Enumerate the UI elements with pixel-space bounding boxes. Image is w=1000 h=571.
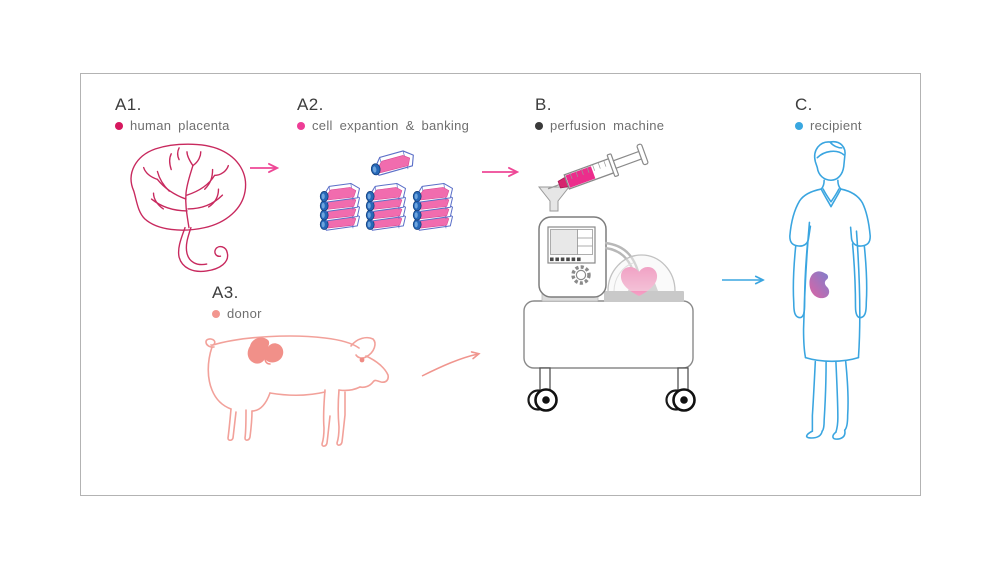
panel-a1-caption: human placenta <box>130 118 230 133</box>
display-buttons <box>550 257 581 262</box>
gear-dial-icon <box>571 265 591 285</box>
panel-b-label: B. perfusion machine <box>535 96 664 132</box>
kidney-organ <box>620 266 658 296</box>
organ-dome <box>607 254 676 296</box>
panel-a2-caption: cell expantion & banking <box>312 118 470 133</box>
right-arrow-icon <box>482 164 522 180</box>
panel-a3-caption: donor <box>227 306 262 321</box>
curved-arrow-icon <box>421 350 486 377</box>
culture-flasks-icon <box>305 149 465 240</box>
recipient-person-illustration <box>782 138 880 442</box>
pig-eye-icon <box>359 357 365 363</box>
caster-wheel-right <box>665 388 696 412</box>
figure-frame <box>80 73 921 496</box>
bullet-icon-a1 <box>115 121 123 130</box>
panel-a3-label: A3. donor <box>212 284 262 320</box>
bullet-icon-a2 <box>297 121 305 130</box>
perfusion-machine-icon <box>523 143 696 412</box>
bullet-icon-c <box>795 121 803 130</box>
bullet-icon-a3 <box>212 309 220 318</box>
dome-base <box>604 291 684 302</box>
panel-c-caption: recipient <box>810 118 862 133</box>
panel-b-heading: B. <box>535 95 552 114</box>
panel-b-caption: perfusion machine <box>550 118 665 133</box>
panel-a2-heading: A2. <box>297 95 324 114</box>
pig-icon <box>205 335 389 447</box>
funnel-icon <box>537 186 571 212</box>
arrow-a2-b <box>480 164 522 180</box>
arrow-b-c <box>720 272 768 288</box>
human-placenta-illustration <box>112 140 260 273</box>
recipient-kidney-icon <box>809 271 830 299</box>
arrow-a3-b <box>418 350 486 380</box>
syringe-icon <box>547 143 649 190</box>
panel-a2-label: A2. cell expantion & banking <box>297 96 469 132</box>
display-screen <box>547 226 596 264</box>
panel-a1-heading: A1. <box>115 95 142 114</box>
panel-a3-heading: A3. <box>212 283 239 302</box>
cart <box>523 300 696 412</box>
pig-kidney-icon <box>247 337 284 364</box>
right-arrow-icon <box>722 272 768 288</box>
panel-a1-label: A1. human placenta <box>115 96 230 132</box>
caster-wheel-left <box>527 388 558 412</box>
panel-c-label: C. recipient <box>795 96 862 132</box>
person-icon <box>789 140 871 440</box>
panel-c-heading: C. <box>795 95 813 114</box>
right-arrow-icon <box>250 160 282 176</box>
bullet-icon-b <box>535 121 543 130</box>
pig-illustration <box>198 332 406 447</box>
arrow-a1-a2 <box>248 160 282 176</box>
placenta-icon <box>130 143 247 273</box>
cell-culture-flasks-illustration <box>305 145 465 240</box>
perfusion-machine-illustration <box>505 135 700 417</box>
machine-body <box>538 216 607 298</box>
